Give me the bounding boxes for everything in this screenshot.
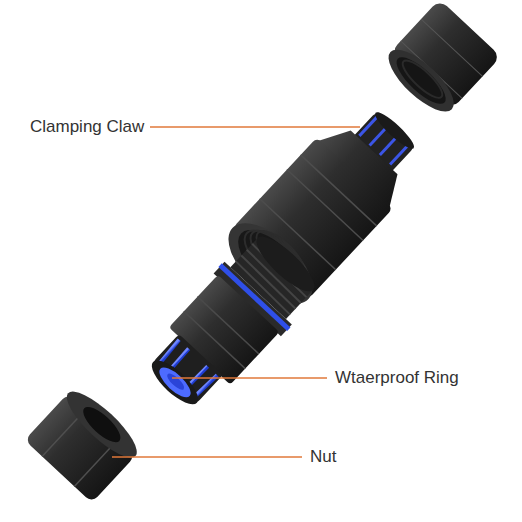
leader-lines: [112, 127, 360, 457]
connector-body: [133, 223, 328, 422]
part-label: Nut: [310, 447, 336, 467]
leader-line: [150, 126, 360, 127]
leader-line: [112, 456, 302, 457]
end-cap: [380, 0, 501, 121]
part-label: Clamping Claw: [30, 117, 144, 137]
part-label: Wtaerproof Ring: [335, 368, 459, 388]
sealing-nut: [25, 383, 145, 503]
leader-line: [172, 377, 327, 378]
